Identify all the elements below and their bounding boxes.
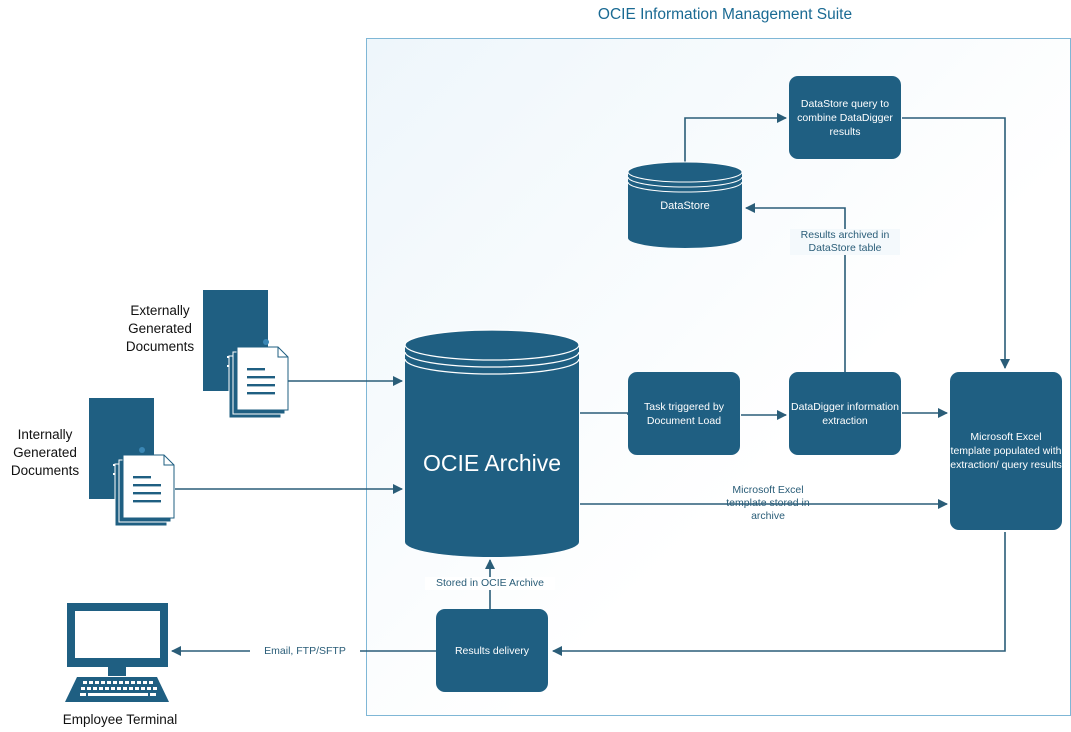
datastore-cylinder [627, 161, 743, 248]
external-documents-icon [203, 290, 289, 419]
archive-label: OCIE Archive [422, 450, 562, 476]
edge-datastore-to-query [684, 113, 787, 165]
employee-terminal-icon [65, 603, 169, 702]
terminal-label: Employee Terminal [62, 712, 178, 727]
edge-label-email: Email, FTP/SFTP [250, 645, 360, 658]
datastore-query-box: DataStore query to combine DataDigger re… [789, 76, 901, 159]
edge-digger-to-datastore [745, 203, 846, 372]
excel-template-box: Microsoft Excel template populated with … [950, 372, 1062, 530]
internal-documents-label: Internally Generated Documents [10, 427, 80, 478]
datadigger-box: DataDigger information extraction [789, 372, 901, 455]
datastore-label: DataStore [660, 200, 710, 212]
archive-cylinder [404, 329, 580, 557]
edge-excel-to-delivery [552, 532, 1006, 656]
edge-label-excel-stored: Microsoft Excel template stored in archi… [726, 484, 810, 522]
external-documents-label: Externally Generated Documents [125, 303, 195, 354]
edge-archive-to-task [580, 412, 629, 415]
results-delivery-box: Results delivery [436, 609, 548, 692]
internal-documents-icon [89, 398, 175, 527]
edge-label-stored: Stored in OCIE Archive [425, 577, 555, 590]
suite-title: OCIE Information Management Suite [597, 6, 853, 23]
edge-label-archived: Results archived in DataStore table [790, 229, 900, 255]
task-trigger-box: Task triggered by Document Load [628, 372, 740, 455]
edge-query-to-excel [902, 117, 1010, 369]
